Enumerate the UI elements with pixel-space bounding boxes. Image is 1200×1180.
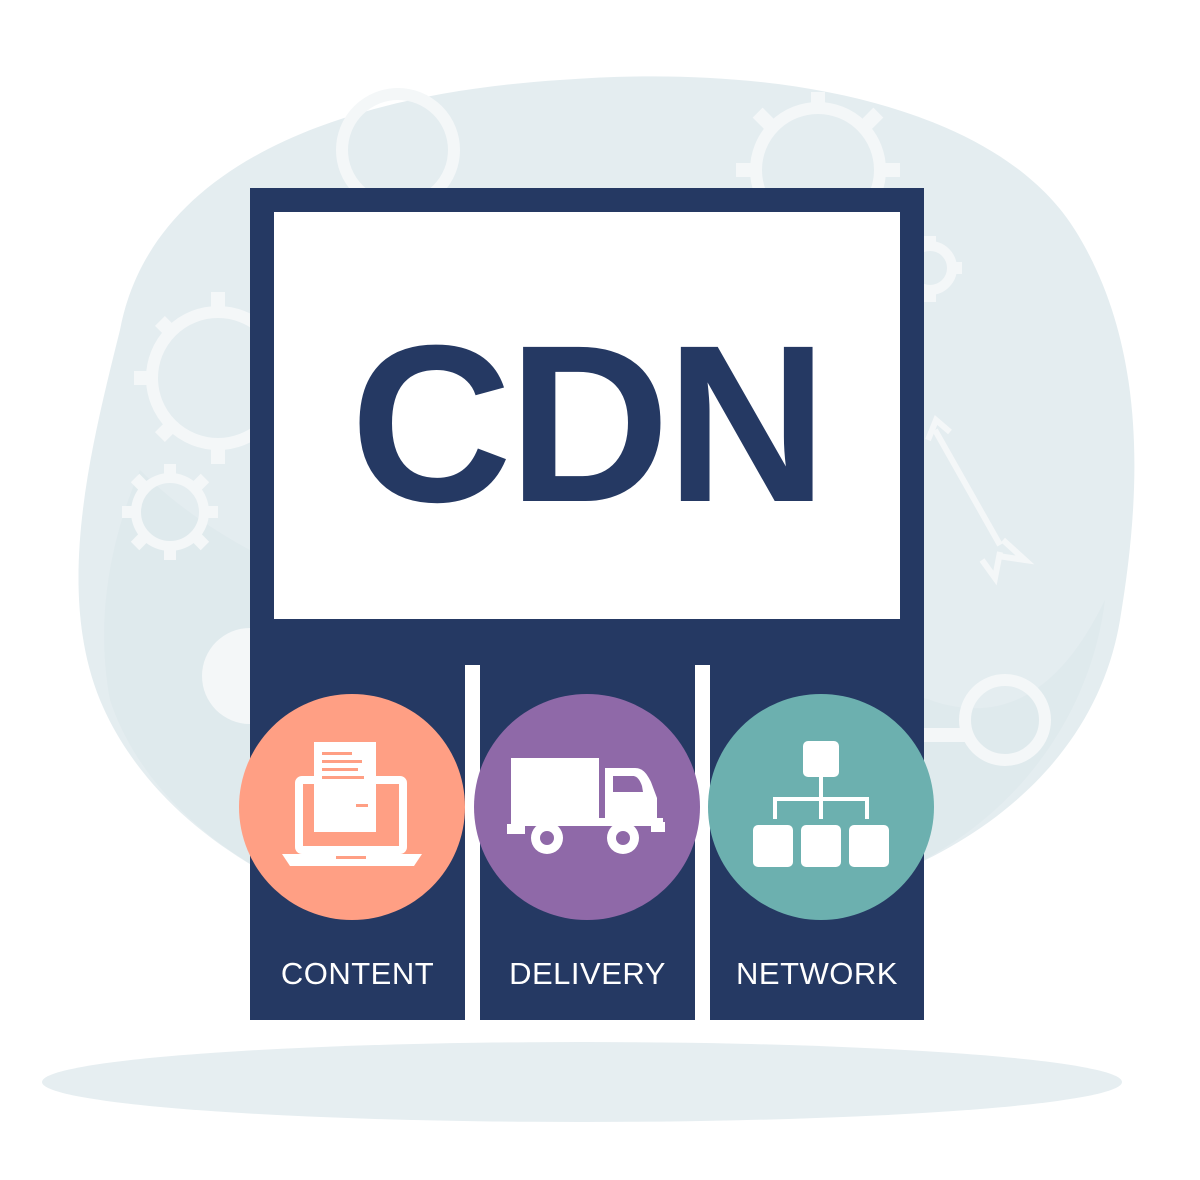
pillar-label: NETWORK — [736, 956, 898, 991]
arrow-decoration — [925, 414, 1035, 586]
title-screen: CDN — [274, 212, 900, 619]
laptop-document-icon — [282, 742, 422, 866]
column-divider — [465, 643, 480, 1020]
cdn-board: CDN CONTENT DELIVERY NETWORK — [250, 188, 924, 1020]
board-frame: CDN — [250, 188, 924, 643]
node-decoration — [924, 674, 1051, 766]
gear-teeth — [736, 92, 900, 177]
content-badge — [239, 694, 465, 920]
pillar-label: CONTENT — [280, 956, 435, 991]
ground-shadow — [42, 1042, 1122, 1122]
delivery-badge — [474, 694, 700, 920]
column-divider — [695, 643, 710, 1020]
delivery-truck-icon — [507, 758, 665, 854]
page-title: CDN — [350, 298, 827, 549]
pillar-label: DELIVERY — [509, 956, 666, 991]
network-badge — [708, 694, 934, 920]
network-hierarchy-icon — [753, 741, 889, 867]
